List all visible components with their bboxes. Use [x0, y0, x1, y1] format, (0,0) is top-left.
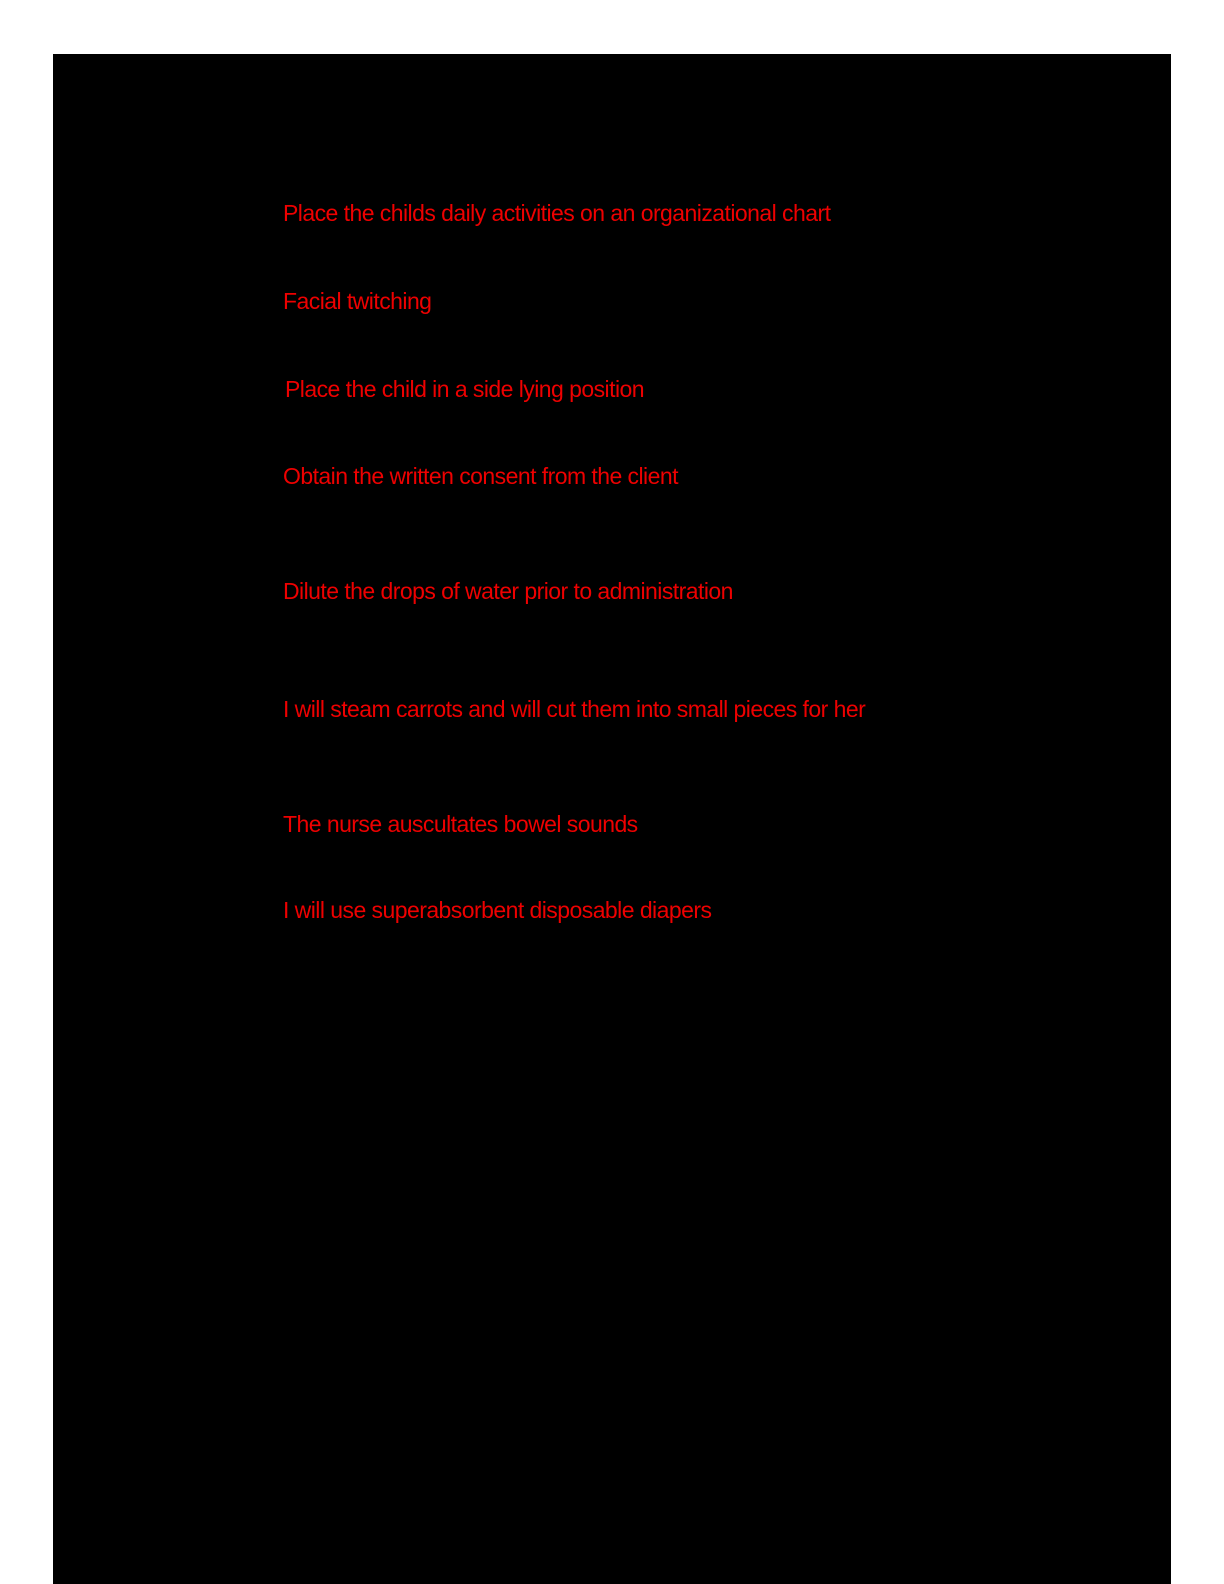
answer-line-3: Place the child in a side lying position	[285, 376, 645, 402]
answer-line-6: I will steam carrots and will cut them i…	[283, 696, 866, 722]
answer-line-1: Place the childs daily activities on an …	[283, 200, 831, 226]
answer-line-7: The nurse auscultates bowel sounds	[283, 811, 638, 837]
answer-line-5: Dilute the drops of water prior to admin…	[283, 578, 733, 604]
answer-line-2: Facial twitching	[283, 288, 432, 314]
answer-line-4: Obtain the written consent from the clie…	[283, 463, 679, 489]
answer-line-8: I will use superabsorbent disposable dia…	[283, 897, 712, 923]
document-page: Place the childs daily activities on an …	[53, 54, 1171, 1584]
